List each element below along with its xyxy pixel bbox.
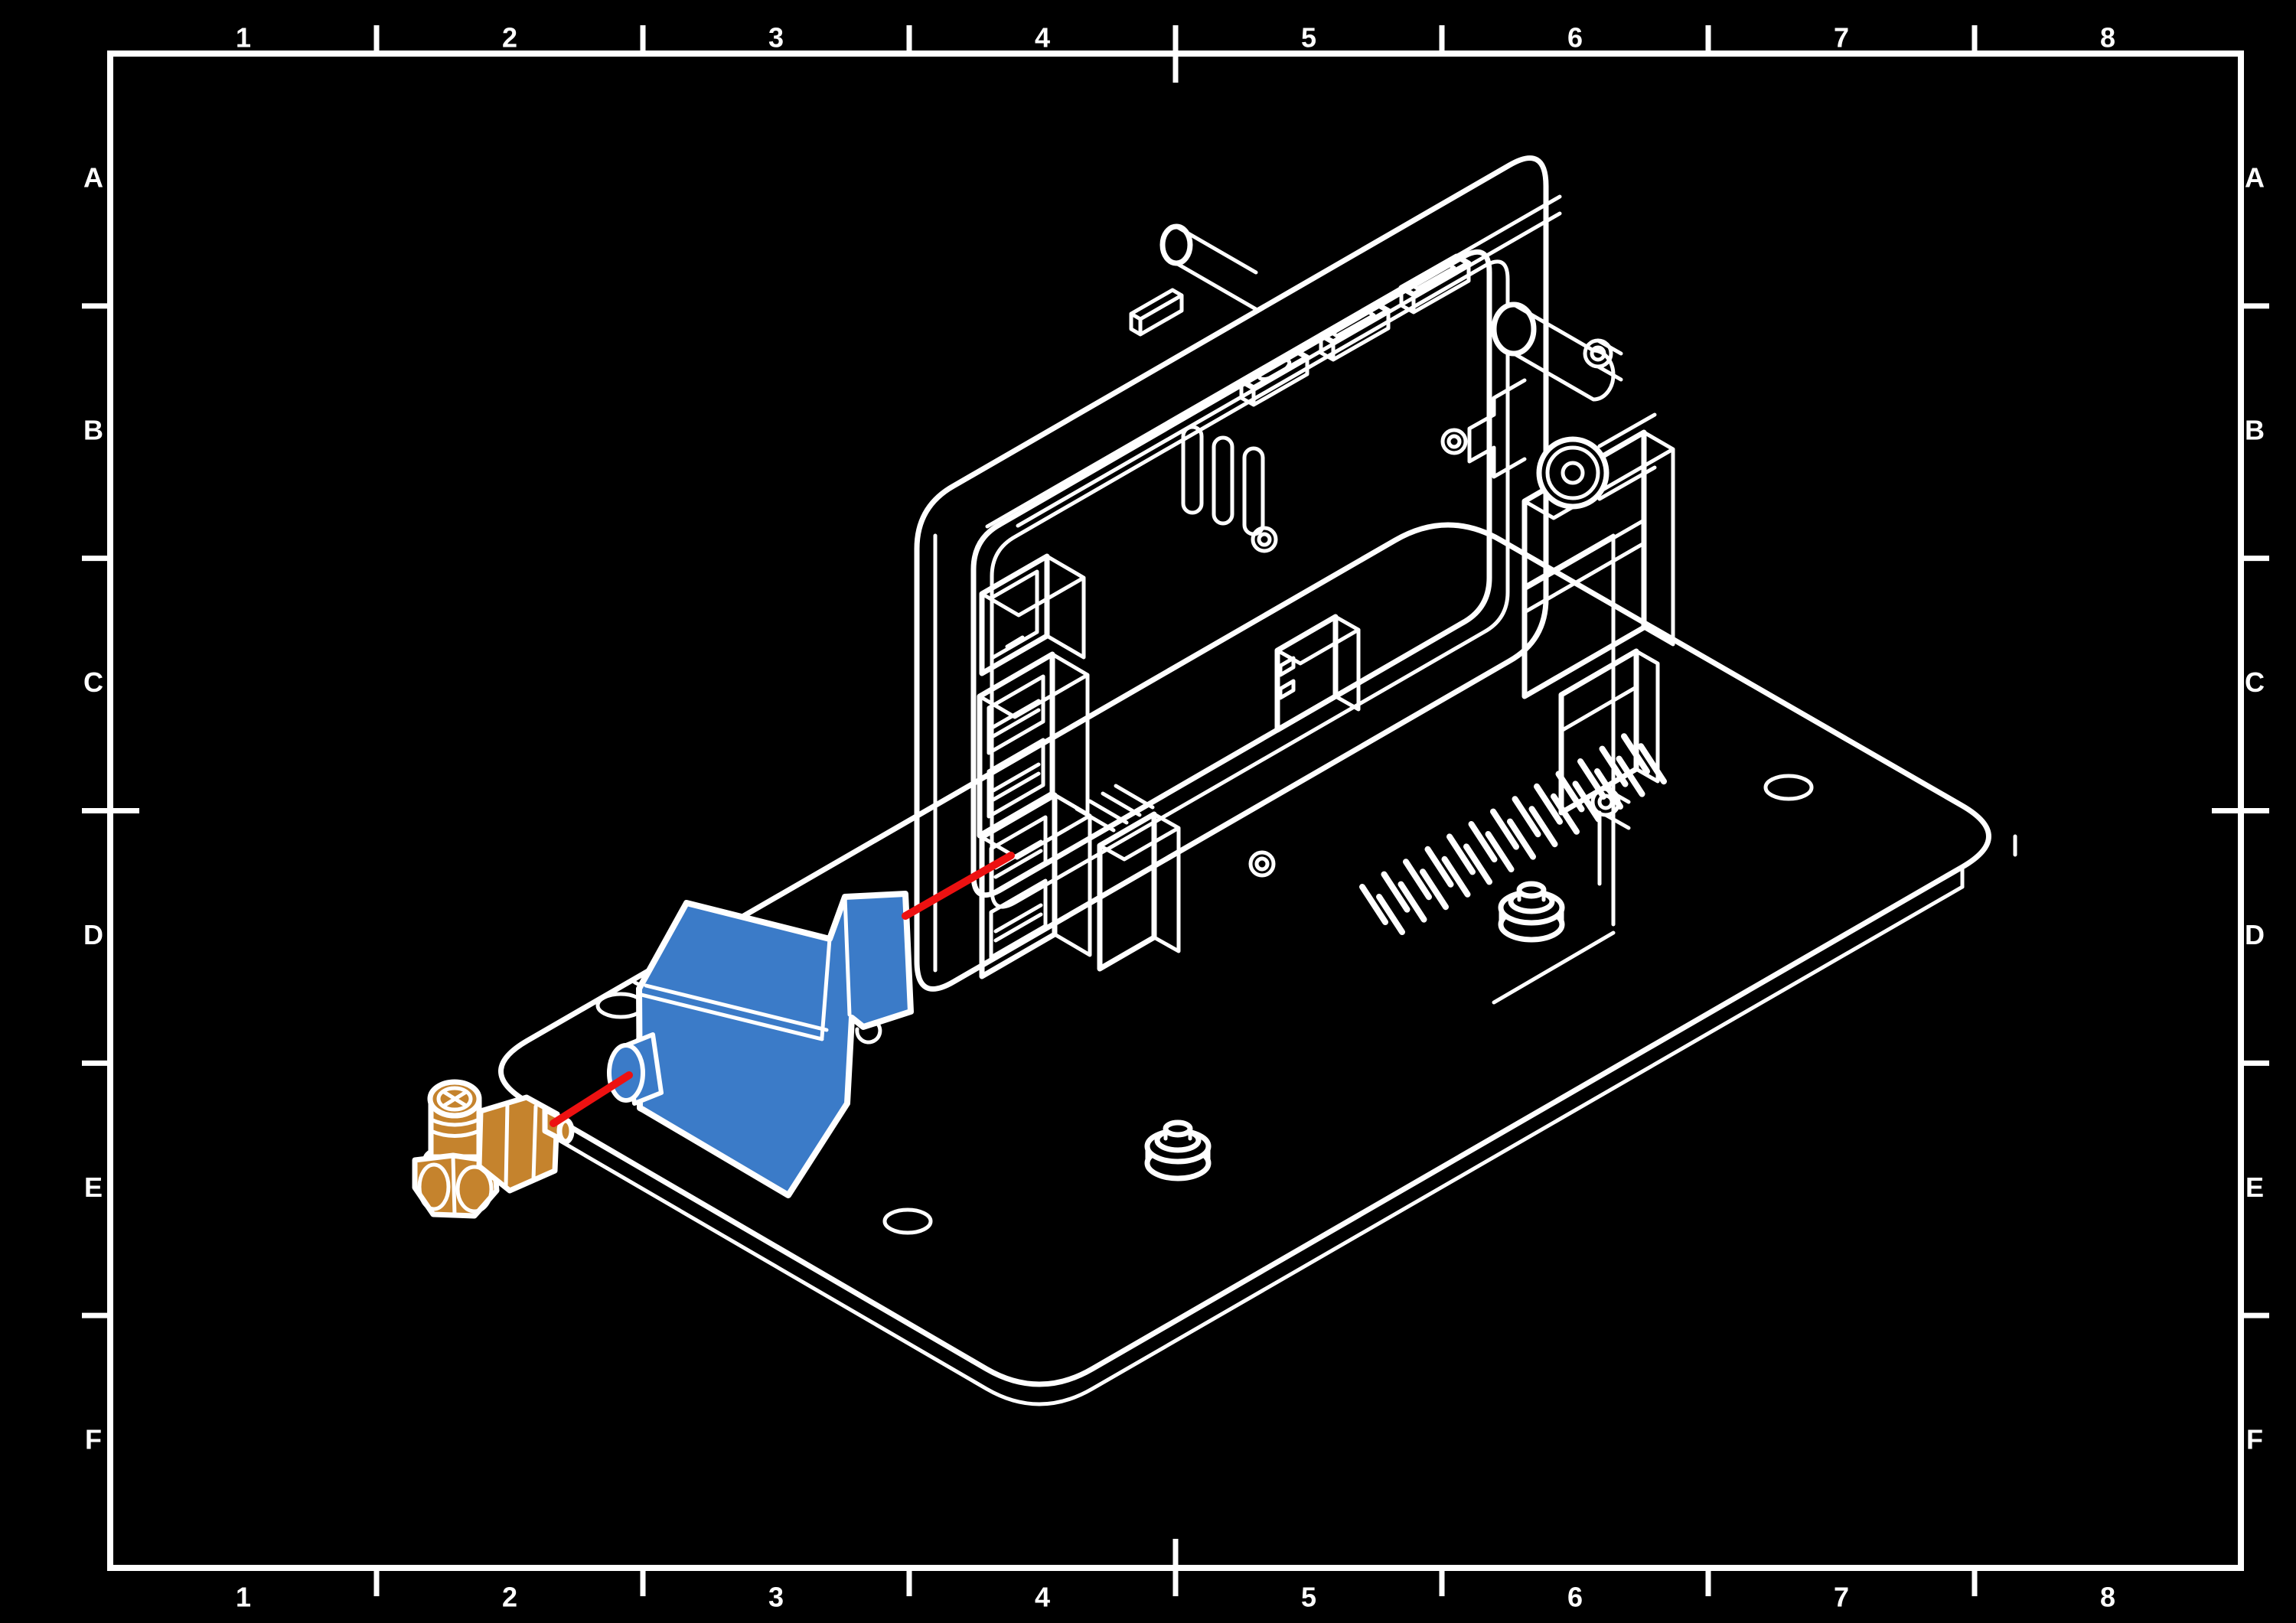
zone-column-label-bottom: 7 <box>1834 1582 1849 1613</box>
zone-column-label-top: 8 <box>2100 22 2115 54</box>
bracket-tab <box>1492 533 1616 1005</box>
zone-column-label-top: 6 <box>1567 22 1583 54</box>
zone-column-label-top: 7 <box>1834 22 1849 54</box>
gpio-pin <box>1551 793 1580 835</box>
zone-column-label-top: 2 <box>502 22 517 54</box>
gpio-pin <box>1594 768 1623 810</box>
gpio-pin <box>1534 783 1563 825</box>
zone-row-label-right: F <box>2246 1424 2263 1455</box>
zone-column-label-top: 4 <box>1035 22 1050 54</box>
gpio-pin <box>1468 821 1498 862</box>
gpio-pin <box>1616 755 1645 797</box>
zone-column-label-top: 1 <box>236 22 251 54</box>
micro-hdmi-port <box>1318 301 1391 362</box>
gpio-pin <box>1463 843 1492 885</box>
gpio-pin <box>1420 869 1449 911</box>
power-button <box>1129 288 1184 337</box>
chip <box>1274 614 1361 733</box>
usb-port-stack-lower <box>979 792 1092 979</box>
gpio-pin <box>1424 846 1454 888</box>
gpio-pin <box>1359 884 1388 925</box>
gpio-pin <box>1485 831 1515 872</box>
standoff-screw <box>1144 1119 1212 1181</box>
zone-row-label-right: C <box>2245 666 2265 698</box>
zone-row-label-right: B <box>2245 414 2265 445</box>
usb-flow-sensor <box>607 891 914 1198</box>
zone-column-label-top: 3 <box>768 22 784 54</box>
zone-row-label-left: E <box>84 1172 103 1203</box>
zone-column-label-bottom: 6 <box>1567 1582 1583 1613</box>
callout-sensor-to-usb-port <box>902 852 1015 920</box>
zone-column-label-bottom: 4 <box>1035 1582 1050 1613</box>
mounting-hole <box>1763 774 1814 801</box>
servo-valve <box>1467 378 1675 886</box>
gpio-header <box>1359 733 1667 935</box>
zone-row-label-right: A <box>2245 161 2265 193</box>
board-screws <box>1248 338 1631 878</box>
gpio-pin <box>1403 859 1432 901</box>
gpio-pin <box>1528 806 1558 848</box>
frame-corner-post <box>1159 223 1258 311</box>
zone-row-label-left: C <box>83 666 103 698</box>
zone-row-label-left: F <box>85 1424 102 1455</box>
micro-hdmi-port <box>1398 253 1472 314</box>
gpio-pin <box>1638 743 1667 785</box>
gpio-pin <box>1512 796 1541 838</box>
zone-row-label-left: B <box>83 414 103 445</box>
zone-column-label-bottom: 2 <box>502 1582 517 1613</box>
gpio-pin <box>1507 818 1536 860</box>
zone-column-label-bottom: 8 <box>2100 1582 2115 1613</box>
zone-row-label-left: D <box>83 919 103 950</box>
gpio-pin <box>1572 781 1602 823</box>
zone-column-label-top: 5 <box>1301 22 1316 54</box>
gpio-pin <box>1397 881 1427 923</box>
gpio-pin <box>1446 833 1476 875</box>
zone-row-label-right: E <box>2245 1172 2264 1203</box>
callout-fitting-to-sensor <box>550 1071 633 1127</box>
zone-column-label-bottom: 1 <box>236 1582 251 1613</box>
gpio-pin <box>1376 894 1405 935</box>
ribbon-connector-slots <box>1181 425 1265 536</box>
zone-row-label-right: D <box>2245 919 2265 950</box>
gpio-pin <box>1441 855 1471 898</box>
zone-column-label-bottom: 3 <box>768 1582 784 1613</box>
header-connector <box>1075 784 1181 972</box>
bezel-frame <box>914 155 1549 992</box>
gpio-pin <box>1381 871 1411 913</box>
assembly-illustration <box>412 155 2017 1406</box>
usb-c-port <box>1238 347 1310 407</box>
frame-corner-post <box>1491 301 1616 402</box>
zone-column-label-bottom: 5 <box>1301 1582 1316 1613</box>
assembly-callouts <box>550 852 1015 1127</box>
gpio-pin <box>1490 808 1519 850</box>
pneumatic-elbow-fitting <box>412 1079 575 1219</box>
zone-row-label-left: A <box>83 161 103 193</box>
ethernet-port <box>979 553 1086 676</box>
standoff-screw <box>1498 881 1565 943</box>
mounting-hole <box>882 1207 933 1235</box>
plug-hook <box>855 1021 882 1045</box>
